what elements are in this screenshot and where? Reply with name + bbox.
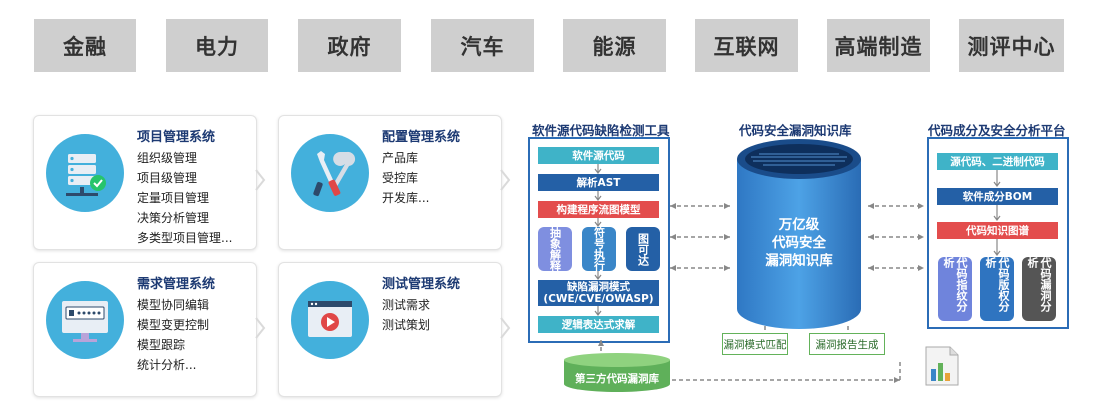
knowledge-cylinder [737, 139, 861, 329]
list-item: 多类型项目管理... [137, 231, 233, 245]
step-vulnerability-analysis: 代码漏洞分析 [1022, 257, 1056, 321]
platform-panel: 源代码、二进制代码 软件成分BOM 代码知识图谱 代码指纹分析 代码版权分析 代… [927, 137, 1069, 329]
list-item: 开发库... [382, 191, 430, 205]
cylinder-line: 万亿级 [778, 217, 820, 233]
requirement-management-card[interactable]: 需求管理系统 模型协同编辑 模型变更控制 模型跟踪 统计分析... [33, 262, 257, 397]
arrow-right-icon [724, 234, 730, 240]
arrow-left-icon [670, 203, 676, 209]
arrow-right-icon [724, 265, 730, 271]
arrow-down-icon [594, 271, 602, 280]
arrow-left-icon [868, 265, 874, 271]
card-title: 测试管理系统 [382, 277, 461, 292]
step-code-input: 源代码、二进制代码 [937, 153, 1058, 170]
card-items: 模型协同编辑 模型变更控制 模型跟踪 统计分析... [137, 295, 209, 375]
arrow-right-icon [918, 203, 924, 209]
cylinder-line: 代码安全 [772, 235, 826, 251]
tab-energy[interactable]: 能源 [563, 19, 666, 72]
list-item: 定量项目管理 [137, 191, 210, 205]
arrow-down-icon [594, 218, 602, 227]
knowledge-title: 代码安全漏洞知识库 [739, 123, 852, 138]
chevron-right-icon [500, 169, 511, 191]
arrow-down-icon [594, 164, 602, 174]
chevron-right-icon [500, 317, 511, 339]
tab-evaluation[interactable]: 测评中心 [959, 19, 1064, 72]
arrow-right-icon [894, 377, 900, 383]
list-item: 项目级管理 [137, 171, 198, 185]
step-graph-reachability: 图可达 [626, 227, 660, 271]
arrow-down-icon [594, 306, 602, 316]
arrow-down-icon [993, 170, 1001, 187]
list-item: 统计分析... [137, 358, 197, 372]
step-logic-solve: 逻辑表达式求解 [538, 316, 659, 333]
step-source-code: 软件源代码 [538, 147, 659, 164]
pattern-match-button[interactable]: 漏洞模式匹配 [722, 333, 788, 355]
list-item: 测试策划 [382, 318, 431, 332]
list-item: 模型协同编辑 [137, 298, 210, 312]
step-fingerprint-analysis: 代码指纹分析 [938, 257, 972, 321]
arrow-left-icon [670, 234, 676, 240]
video-window-icon [291, 281, 369, 359]
config-management-card[interactable]: 配置管理系统 产品库 受控库 开发库... [278, 115, 502, 250]
list-item: 模型跟踪 [137, 338, 186, 352]
tab-finance[interactable]: 金融 [34, 19, 136, 72]
tab-power[interactable]: 电力 [166, 19, 268, 72]
tab-government[interactable]: 政府 [298, 19, 401, 72]
server-check-icon [46, 134, 124, 212]
platform-flow-arrows [993, 170, 1001, 256]
third-party-db-label: 第三方代码漏洞库 [575, 373, 659, 385]
tool-flow-arrows [594, 164, 602, 316]
tab-automotive[interactable]: 汽车 [431, 19, 534, 72]
arrow-right-icon [918, 265, 924, 271]
step-parse-ast: 解析AST [538, 174, 659, 191]
list-item: 产品库 [382, 151, 419, 165]
card-title: 项目管理系统 [137, 130, 216, 145]
report-chart-icon [925, 346, 959, 386]
list-item: 组织级管理 [137, 151, 198, 165]
project-management-card[interactable]: 项目管理系统 组织级管理 项目级管理 定量项目管理 决策分析管理 多类型项目管理… [33, 115, 257, 250]
card-items: 组织级管理 项目级管理 定量项目管理 决策分析管理 多类型项目管理... [137, 148, 232, 248]
list-item: 决策分析管理 [137, 211, 210, 225]
step-symbolic-execution: 符号执行 [582, 227, 616, 271]
card-title: 配置管理系统 [382, 130, 461, 145]
card-items: 测试需求 测试策划 [382, 295, 430, 335]
report-generate-button[interactable]: 漏洞报告生成 [809, 333, 885, 355]
step-defect-pattern: 缺陷漏洞模式 (CWE/CVE/OWASP) [538, 280, 659, 306]
step-abstract-interpretation: 抽象解释 [538, 227, 572, 271]
third-party-db-cylinder [564, 353, 670, 392]
arrow-right-icon [918, 234, 924, 240]
chevron-right-icon [255, 169, 266, 191]
tool-title: 软件源代码缺陷检测工具 [532, 123, 670, 138]
arrow-left-icon [868, 203, 874, 209]
step-copyright-analysis: 代码版权分析 [980, 257, 1014, 321]
defect-pattern-standards: (CWE/CVE/OWASP) [543, 293, 654, 305]
list-item: 测试需求 [382, 298, 431, 312]
industry-tabs: 金融 电力 政府 汽车 能源 互联网 高端制造 测评中心 [34, 19, 1064, 72]
step-build-flowgraph: 构建程序流图模型 [538, 201, 659, 218]
test-management-card[interactable]: 测试管理系统 测试需求 测试策划 [278, 262, 502, 397]
arrow-right-icon [724, 203, 730, 209]
password-monitor-icon [46, 281, 124, 359]
platform-title: 代码成分及安全分析平台 [928, 123, 1066, 138]
list-item: 受控库 [382, 171, 419, 185]
tab-internet[interactable]: 互联网 [695, 19, 798, 72]
arrow-down-icon [993, 205, 1001, 221]
list-item: 模型变更控制 [137, 318, 210, 332]
tools-icon [291, 134, 369, 212]
step-software-bom: 软件成分BOM [937, 188, 1058, 205]
tab-manufacturing[interactable]: 高端制造 [827, 19, 930, 72]
cylinder-line: 漏洞知识库 [765, 253, 833, 269]
arrow-down-icon [993, 239, 1001, 256]
chevron-right-icon [255, 317, 266, 339]
arrow-left-icon [670, 265, 676, 271]
tool-panel: 软件源代码 解析AST 构建程序流图模型 抽象解释 符号执行 图可达 缺陷漏洞模… [528, 137, 670, 343]
card-title: 需求管理系统 [137, 277, 216, 292]
arrow-left-icon [868, 234, 874, 240]
arrow-down-icon [594, 191, 602, 201]
cylinder-label: 万亿级 代码安全 漏洞知识库 [733, 216, 865, 270]
defect-pattern-label: 缺陷漏洞模式 [567, 281, 630, 293]
card-items: 产品库 受控库 开发库... [382, 148, 429, 208]
step-knowledge-graph: 代码知识图谱 [937, 222, 1058, 239]
